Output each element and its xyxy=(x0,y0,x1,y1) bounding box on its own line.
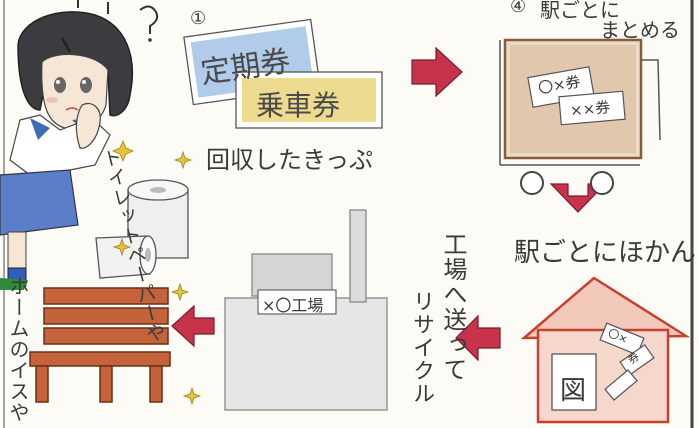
recycle-text: リサイクル xyxy=(409,290,434,405)
factory xyxy=(224,209,388,411)
box-ticket-2: ××券 xyxy=(569,98,611,120)
arrow-down xyxy=(549,183,607,213)
sparkles xyxy=(111,139,202,406)
step1-number: ① xyxy=(190,8,207,29)
station-storage-text: 駅ごとにほかん xyxy=(514,238,697,268)
arrow-left-2 xyxy=(171,304,215,348)
station-house xyxy=(520,276,691,424)
ticket-jousha-label: 乗車券 xyxy=(256,89,341,122)
factory-send-text: 工場へ送って xyxy=(439,232,467,382)
arrow-left-1 xyxy=(455,314,501,362)
house-sign: 図 xyxy=(560,376,587,406)
step-number-top-right: ④ xyxy=(510,0,527,17)
bench xyxy=(29,287,171,403)
confused-girl-figure xyxy=(0,0,159,290)
collect-by-station-line1: 駅ごとに xyxy=(540,0,620,22)
arrows-group xyxy=(171,46,607,362)
toilet-paper-rolls xyxy=(95,179,189,279)
step1-caption: 回収したきっぷ xyxy=(206,146,374,174)
ticket-cart xyxy=(499,38,661,195)
bench-text: ホームのイスや xyxy=(6,276,30,423)
arrow-right xyxy=(411,46,463,98)
collect-by-station-line2: まとめる xyxy=(600,18,680,42)
tickets-group xyxy=(183,18,383,129)
factory-label: ×〇工場 xyxy=(262,296,324,315)
